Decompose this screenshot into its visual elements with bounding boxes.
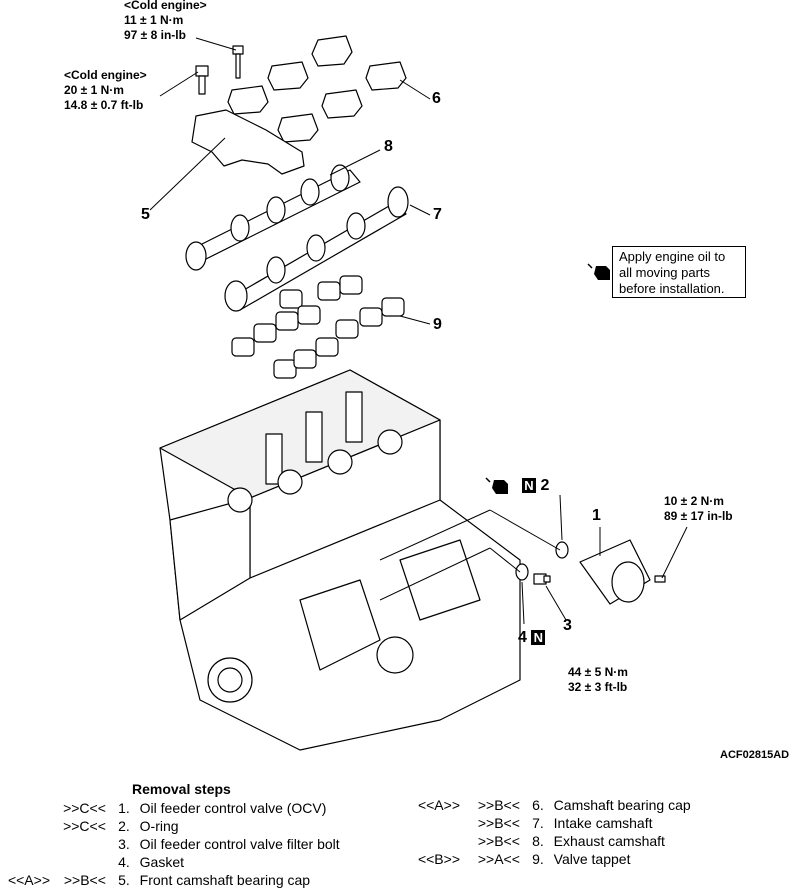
list-item: 3. Oil feeder control valve filter bolt: [118, 836, 340, 852]
torque-callout-ocv-bolt: 10 ± 2 N·m 89 ± 17 in-lb: [664, 494, 733, 523]
part-number-6: 6: [432, 90, 441, 107]
n-mark-icon: N: [522, 478, 536, 494]
camshaft-bearing-caps: [227, 35, 407, 143]
torque-callout-filter-bolt: 44 ± 5 N·m 32 ± 3 ft-lb: [568, 665, 628, 694]
engine-oil-note: Apply engine oil to all moving parts bef…: [612, 246, 746, 298]
list-item: >>C<< 1. Oil feeder control valve (OCV): [63, 800, 327, 816]
intake-camshaft: [224, 186, 409, 312]
gasket: [515, 563, 529, 581]
list-item: 4. Gasket: [118, 854, 185, 870]
list-item: <<A>> >>B<< 6. Camshaft bearing cap: [417, 797, 691, 813]
cylinder-head-and-block: [159, 369, 521, 751]
torque-callout-left: <Cold engine> 20 ± 1 N·m 14.8 ± 0.7 ft-l…: [64, 68, 147, 112]
engine-exploded-diagram: [149, 35, 688, 751]
front-camshaft-bearing-cap: [191, 109, 305, 175]
o-ring: [555, 541, 569, 559]
oil-feeder-control-valve: [579, 539, 666, 605]
part-number-1: 1: [592, 507, 601, 524]
cap-bolt-11nm: [232, 45, 244, 79]
list-item: <<B>> >>A<< 9. Valve tappet: [417, 851, 631, 867]
part-number-5: 5: [141, 206, 150, 223]
torque-callout-top: <Cold engine> 11 ± 1 N·m 97 ± 8 in-lb: [124, 0, 207, 42]
valve-tappets: [231, 275, 405, 379]
exhaust-camshaft: [185, 164, 361, 271]
oil-can-icon: [587, 263, 610, 280]
removal-steps-title: Removal steps: [132, 781, 231, 797]
part-number-9: 9: [433, 316, 442, 333]
part-label-2: N 2: [522, 477, 549, 495]
n-mark-icon: N: [531, 630, 546, 646]
list-item: >>B<< 7. Intake camshaft: [477, 815, 653, 831]
list-item: >>B<< 8. Exhaust camshaft: [477, 833, 665, 849]
figure-reference: ACF02815AD: [720, 749, 789, 761]
part-number-7: 7: [433, 206, 442, 223]
part-number-3: 3: [563, 617, 572, 634]
list-item: >>C<< 2. O-ring: [63, 818, 179, 834]
cap-bolt-20nm: [195, 65, 209, 95]
part-number-8: 8: [384, 138, 393, 155]
removal-steps: Removal steps >>C<< 1. Oil feeder contro…: [0, 780, 789, 890]
part-label-4: 4 N: [518, 629, 546, 647]
filter-bolt: [533, 573, 551, 585]
list-item: <<A>> >>B<< 5. Front camshaft bearing ca…: [7, 872, 311, 888]
oil-can-icon: [485, 477, 508, 494]
